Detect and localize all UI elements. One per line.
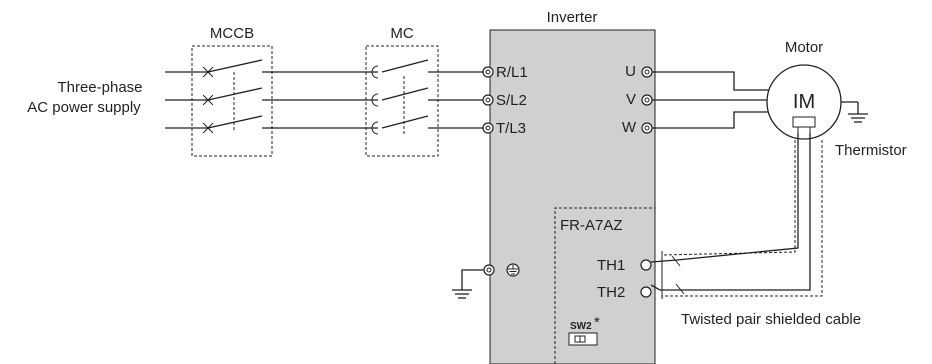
option-card-region — [554, 207, 655, 364]
terminal-s-l2: S/L2 — [496, 92, 527, 109]
phase-line-t — [165, 115, 494, 135]
terminal-th2: TH2 — [597, 284, 625, 301]
thermistor-cable — [650, 133, 823, 299]
mc-box — [365, 45, 439, 157]
mccb-label: MCCB — [210, 25, 254, 42]
earth-terminal-icon — [506, 263, 520, 277]
output-terminals — [641, 66, 653, 134]
switch-note: * — [594, 314, 600, 331]
terminal-v: V — [626, 91, 636, 108]
inverter-body — [489, 29, 656, 364]
motor-wires — [652, 71, 772, 129]
motor-label: Motor — [785, 39, 823, 56]
terminal-t-l3: T/L3 — [496, 120, 526, 137]
terminal-w: W — [622, 119, 637, 136]
switch-icon — [568, 332, 598, 346]
terminal-u: U — [625, 63, 636, 80]
cable-label: Twisted pair shielded cable — [681, 311, 861, 328]
th2-terminal-icon — [640, 286, 652, 298]
mc-label: MC — [390, 25, 413, 42]
supply-label-line2: AC power supply — [27, 99, 141, 116]
th1-terminal-icon — [640, 259, 652, 271]
phase-line-s — [165, 87, 494, 107]
option-card-label: FR-A7AZ — [560, 217, 623, 234]
inverter-label: Inverter — [547, 9, 598, 26]
thermistor-label: Thermistor — [835, 142, 907, 159]
supply-label-line1: Three-phase — [57, 79, 142, 96]
motor-im-label: IM — [793, 91, 815, 113]
terminal-r-l1: R/L1 — [496, 64, 528, 81]
motor-ground-icon — [841, 101, 868, 123]
switch-label: SW2 — [570, 321, 592, 332]
phase-line-r — [165, 59, 494, 79]
inverter-ground-icon — [452, 264, 495, 299]
terminal-th1: TH1 — [597, 257, 625, 274]
thermistor-symbol — [792, 116, 816, 128]
mccb-box — [191, 45, 273, 157]
